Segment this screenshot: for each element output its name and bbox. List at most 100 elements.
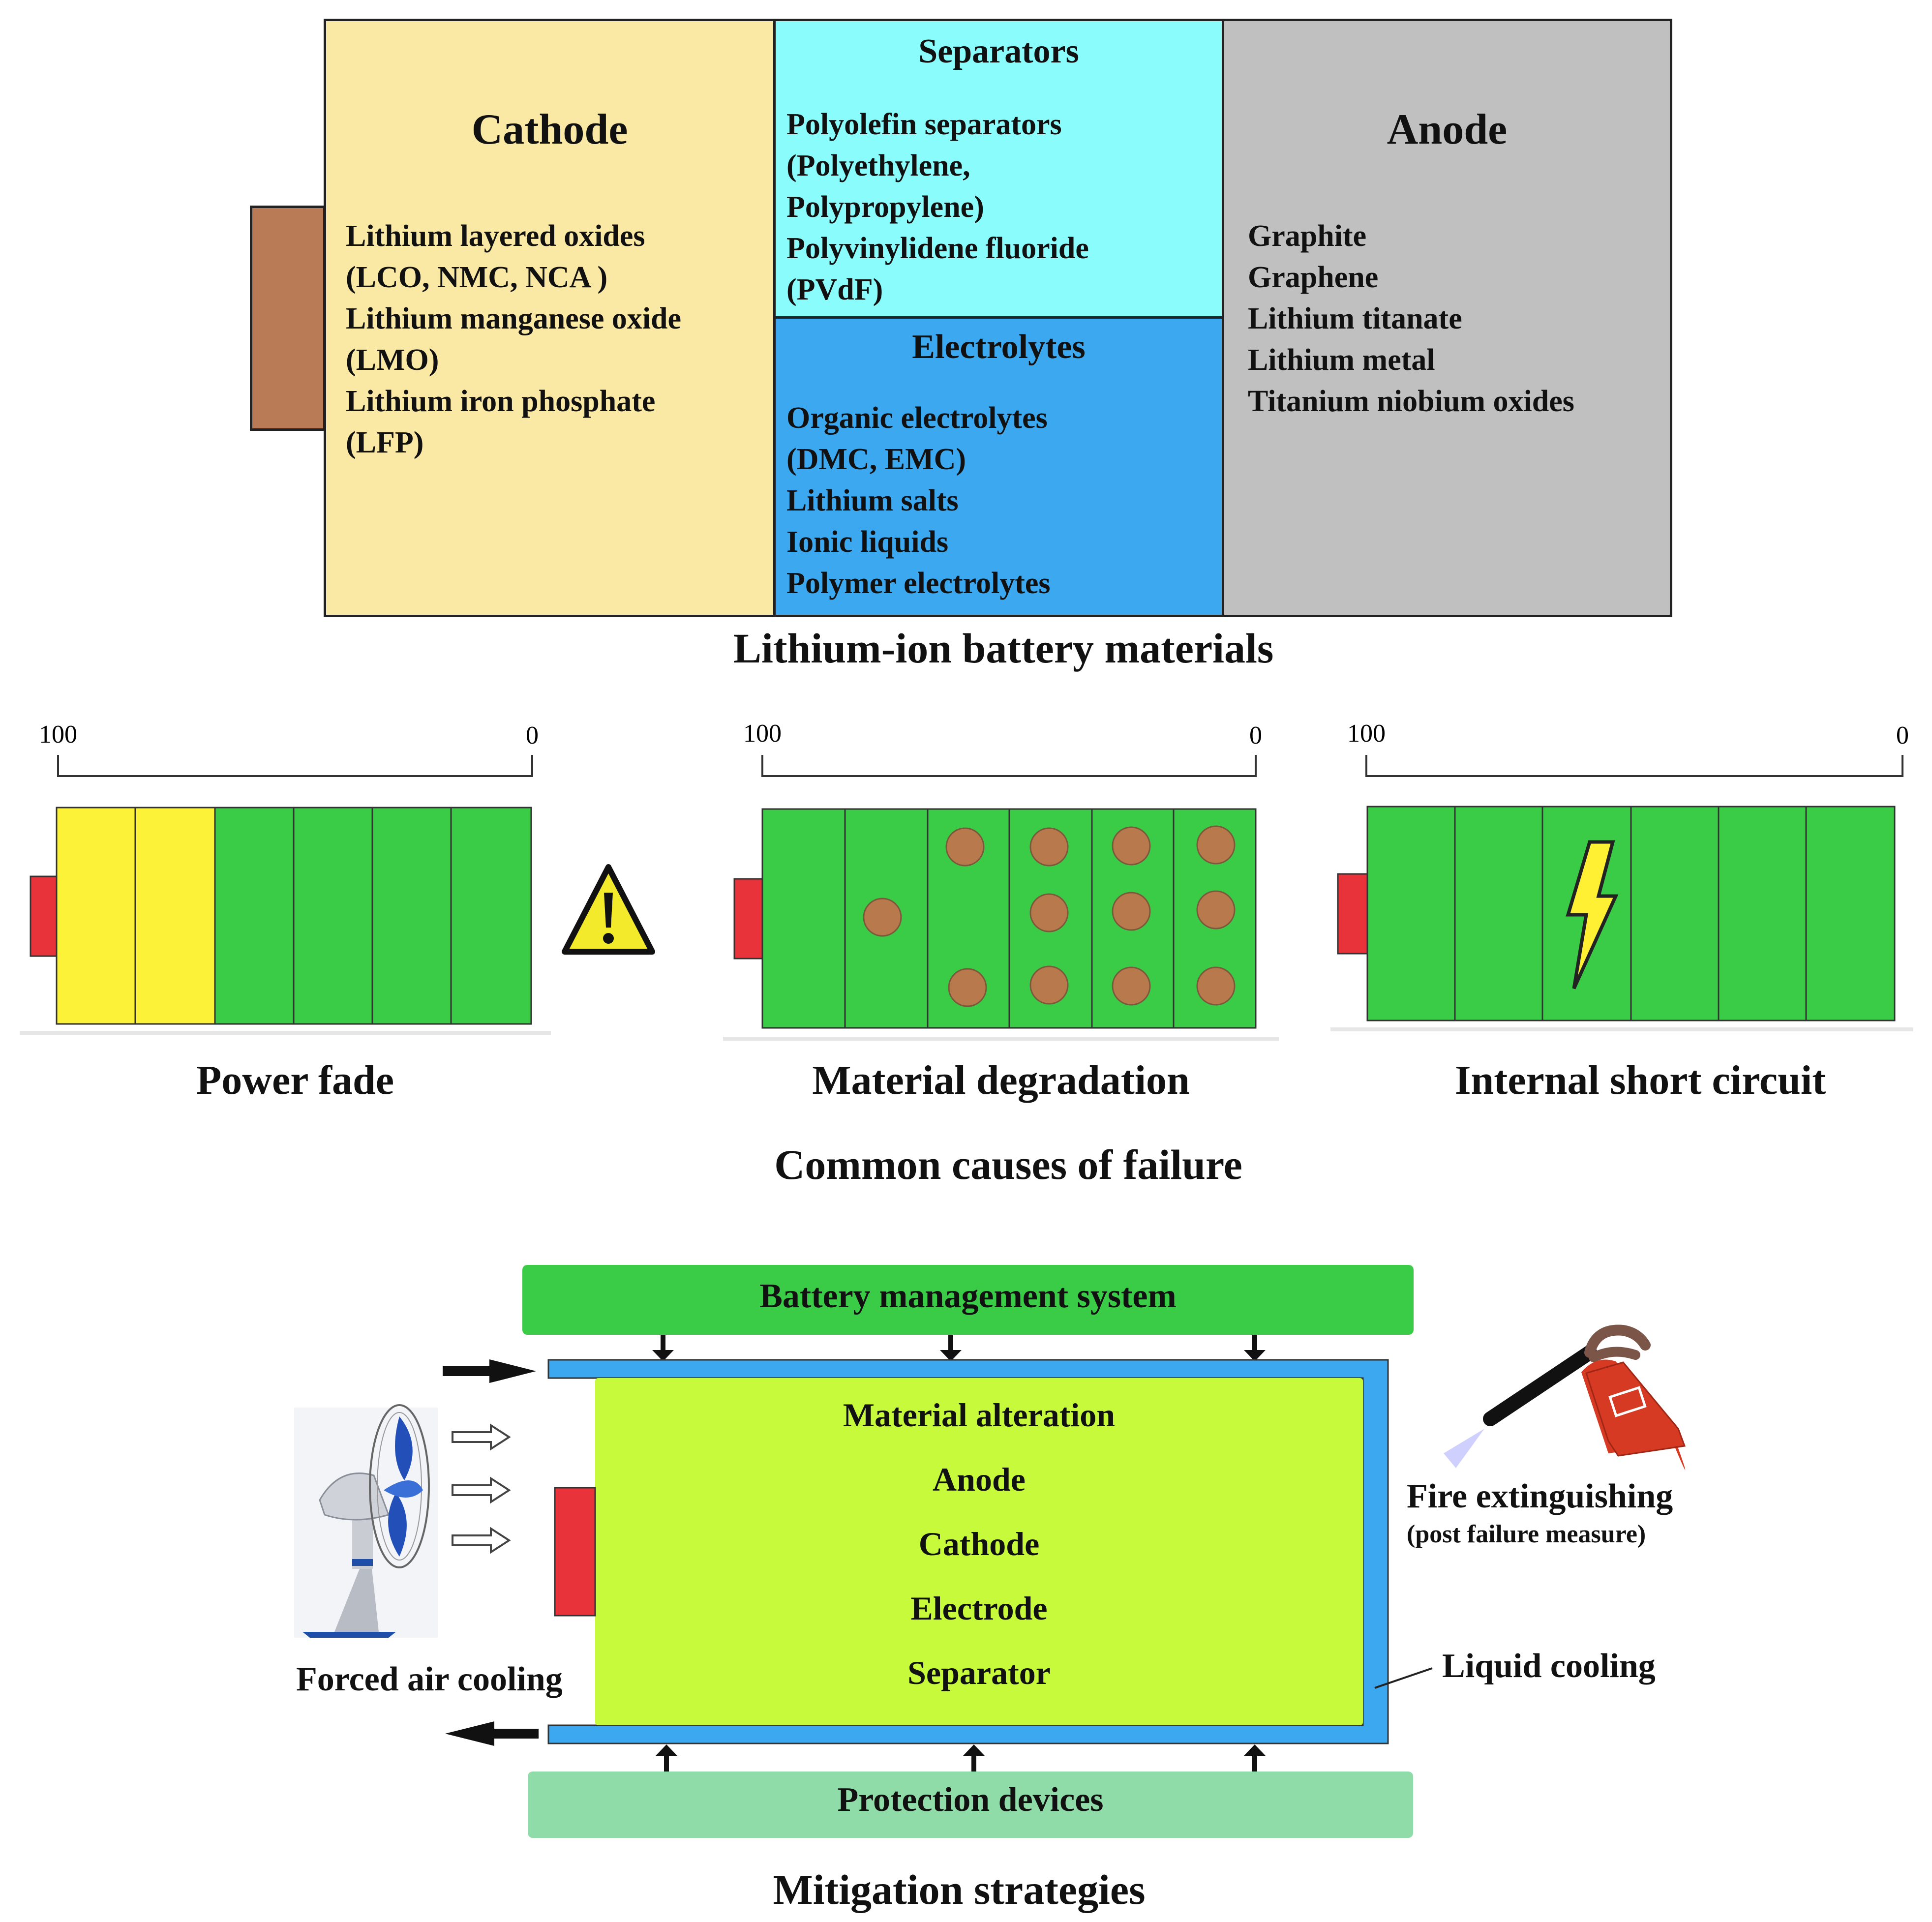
scale-bracket — [761, 755, 1257, 777]
list-item: Lithium titanate — [1248, 302, 1462, 335]
list-item: (LCO, NMC, NCA ) — [346, 261, 608, 294]
internal-short-circuit-label: Internal short circuit — [1454, 1057, 1826, 1103]
cell-faded — [134, 807, 216, 1025]
list-item: Polyvinylidene fluoride — [786, 232, 1089, 265]
cell — [761, 808, 846, 1029]
airflow-arrows — [452, 1423, 511, 1554]
list-item: (LMO) — [346, 343, 439, 377]
particle — [1196, 825, 1236, 865]
material-degradation-label: Material degradation — [812, 1057, 1190, 1103]
list-item: Electrode — [910, 1590, 1048, 1627]
anode-list: Graphite Graphene Lithium titanate Lithi… — [1248, 215, 1574, 422]
particle — [1029, 827, 1069, 867]
warning-triangle-icon — [562, 864, 655, 955]
mitigation-caption: Mitigation strategies — [773, 1866, 1146, 1913]
electrolytes-title: Electrolytes — [912, 328, 1086, 366]
protection-devices-bar — [528, 1772, 1413, 1838]
list-item: (Polyethylene, — [786, 149, 970, 182]
particle — [1112, 966, 1151, 1006]
particle — [863, 898, 902, 937]
cathode-title: Cathode — [471, 106, 628, 153]
degradation-particles — [863, 825, 1236, 1007]
fire-extinguisher-icon — [1444, 1324, 1686, 1470]
cathode-list: Lithium layered oxides (LCO, NMC, NCA ) … — [346, 215, 681, 463]
liquid-cooling-leader — [1374, 1667, 1433, 1689]
battery-terminal — [1337, 873, 1368, 955]
battery-core — [595, 1378, 1363, 1725]
internal-short-circuit-battery: 100 0 — [1330, 720, 1913, 1031]
cell — [1718, 806, 1807, 1021]
scale-label-100: 100 — [1347, 720, 1386, 748]
list-item: Ionic liquids — [786, 525, 949, 559]
particle — [1196, 966, 1236, 1006]
anode-panel: Anode Graphite Graphene Lithium titanate… — [1222, 19, 1672, 617]
particle — [1029, 893, 1069, 932]
core-list: Material alteration Anode Cathode Electr… — [595, 1383, 1363, 1705]
particle — [1112, 892, 1151, 931]
list-item: Anode — [933, 1461, 1026, 1498]
scale-label-0: 0 — [1249, 721, 1262, 750]
mitigation-diagram — [294, 1265, 1686, 1838]
fan-icon — [294, 1404, 438, 1638]
list-item: Polymer electrolytes — [786, 567, 1051, 600]
particle — [1196, 890, 1236, 930]
particle — [948, 968, 987, 1007]
list-item: Graphite — [1248, 219, 1367, 253]
list-item: Polyolefin separators — [786, 108, 1062, 141]
scale-bracket — [57, 755, 533, 777]
list-item: (DMC, EMC) — [786, 443, 966, 476]
particle — [1112, 826, 1151, 866]
list-item: Material alteration — [843, 1396, 1116, 1434]
cell — [450, 807, 532, 1025]
cathode-panel: Cathode Lithium layered oxides (LCO, NMC… — [324, 19, 776, 617]
liquid-cooling-label: Liquid cooling — [1442, 1647, 1656, 1685]
cell-faded — [56, 807, 136, 1025]
material-degradation-battery: 100 0 — [723, 720, 1279, 1041]
particle — [945, 827, 985, 867]
scale-label-100: 100 — [743, 720, 782, 748]
cell — [1630, 806, 1720, 1021]
scale-bracket — [1365, 755, 1903, 777]
lightning-bolt-icon — [1566, 840, 1619, 990]
list-item: (PVdF) — [786, 273, 883, 306]
separators-list: Polyolefin separators (Polyethylene, Pol… — [786, 104, 1089, 310]
bms-arrows — [652, 1335, 1266, 1361]
anode-title: Anode — [1387, 106, 1508, 153]
electrolytes-list: Organic electrolytes (DMC, EMC) Lithium … — [786, 397, 1051, 604]
battery-terminal-tab — [250, 206, 326, 431]
list-item: Lithium salts — [786, 484, 959, 517]
list-item: Organic electrolytes — [786, 401, 1048, 435]
list-item: Graphene — [1248, 261, 1379, 294]
power-fade-label: Power fade — [196, 1057, 394, 1103]
cell — [371, 807, 452, 1025]
battery-terminal — [30, 875, 59, 957]
cell — [293, 807, 373, 1025]
fire-extinguishing-sublabel: (post failure measure) — [1407, 1520, 1646, 1548]
list-item: Titanium niobium oxides — [1248, 385, 1574, 418]
cell — [1805, 806, 1896, 1021]
list-item: Lithium iron phosphate — [346, 385, 656, 418]
failure-diagrams: 100 0 100 0 — [20, 720, 1913, 1041]
coolant-outflow-arrow — [445, 1721, 539, 1746]
coolant-inflow-arrow — [443, 1359, 536, 1383]
battery-management-system-bar — [522, 1265, 1414, 1335]
cell — [1366, 806, 1456, 1021]
failure-caption: Common causes of failure — [774, 1141, 1242, 1188]
list-item: (LFP) — [346, 426, 424, 459]
protection-label: Protection devices — [837, 1781, 1104, 1819]
list-item: Lithium manganese oxide — [346, 302, 682, 335]
power-fade-battery: 100 0 — [20, 721, 551, 1035]
bms-label: Battery management system — [759, 1277, 1177, 1315]
list-item: Polypropylene) — [786, 190, 984, 224]
list-item: Lithium layered oxides — [346, 219, 645, 253]
fire-extinguishing-label: Fire extinguishing — [1407, 1477, 1673, 1515]
scale-label-0: 0 — [526, 721, 539, 750]
particle — [1029, 965, 1069, 1005]
separators-panel: Separators Polyolefin separators (Polyet… — [773, 19, 1224, 319]
scale-label-0: 0 — [1896, 721, 1909, 750]
cell — [1454, 806, 1543, 1021]
battery-terminal — [554, 1487, 596, 1617]
scale-label-100: 100 — [39, 721, 77, 749]
list-item: Cathode — [918, 1525, 1040, 1562]
separators-title: Separators — [918, 32, 1079, 70]
